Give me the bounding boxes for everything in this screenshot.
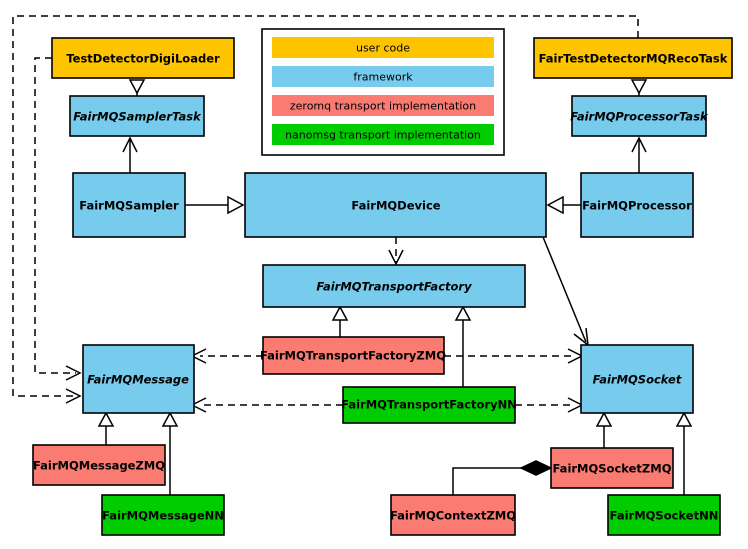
node-fairmqmessagenn-label: FairMQMessageNN: [102, 509, 224, 523]
node-fairmqmessagenn[interactable]: FairMQMessageNN: [101, 494, 225, 536]
node-fairmqsocket-box[interactable]: [580, 344, 694, 414]
edge-socketzmq-composition-diamond: [519, 460, 553, 476]
legend-swatch-zeromq: [272, 95, 494, 116]
node-fairmqprocessor-box[interactable]: [580, 172, 694, 238]
edge-layer: [12, 15, 693, 495]
edge-digiloader-to-message: [34, 57, 76, 374]
edge-processortask-to-recotask-triangle: [630, 79, 648, 95]
edge-socketzmq-to-contextzmq: [452, 467, 536, 495]
edge-sampler-to-device-triangle: [227, 195, 245, 215]
node-fairmqmessagezmq-label: FairMQMessageZMQ: [33, 459, 165, 473]
node-testdetectordigiloader-label: TestDetectorDigiLoader: [66, 52, 220, 66]
edge-sampler-to-samplertask-arrowhead: [122, 136, 138, 153]
node-fairmqtransportfactorynn-box[interactable]: [342, 386, 516, 424]
node-fairmqtransportfactoryzmq[interactable]: FairMQTransportFactoryZMQ: [260, 336, 446, 375]
node-fairmqsocketnn[interactable]: FairMQSocketNN: [607, 494, 721, 536]
node-fairmqtransportfactory-label: FairMQTransportFactory: [316, 280, 472, 294]
node-fairmqsocketnn-label: FairMQSocketNN: [610, 509, 719, 523]
node-fairmqtransportfactorynn-label: FairMQTransportFactoryNN: [341, 398, 517, 412]
legend-swatch-user-code: [272, 37, 494, 58]
node-fairmqsamplertask-box[interactable]: [69, 95, 205, 137]
edge-device-to-socket: [542, 236, 587, 343]
edge-tfnn-to-transportfactory-triangle: [454, 305, 472, 321]
edge-messagenn-to-message-triangle: [161, 411, 179, 427]
node-fairtestdetectormqrecotask[interactable]: FairTestDetectorMQRecoTask: [533, 37, 733, 79]
node-fairmqmessagezmq[interactable]: FairMQMessageZMQ: [32, 444, 166, 486]
node-fairmqsampler[interactable]: FairMQSampler: [72, 172, 186, 238]
legend-swatch-nanomsg: [272, 124, 494, 145]
node-fairmqcontextzmq-label: FairMQContextZMQ: [390, 509, 516, 523]
edge-samplertask-to-digiloader-triangle: [128, 79, 146, 95]
node-fairmqsocket[interactable]: FairMQSocket: [580, 344, 694, 414]
node-fairmqsampler-label: FairMQSampler: [79, 199, 179, 213]
node-fairmqsocket-label: FairMQSocket: [593, 373, 682, 387]
legend-label-user-code: user code: [356, 42, 410, 55]
legend-swatch-framework: [272, 66, 494, 87]
legend-label-nanomsg: nanomsg transport implementation: [285, 129, 481, 142]
node-fairtestdetectormqrecotask-label: FairTestDetectorMQRecoTask: [539, 52, 728, 66]
edge-device-to-transportfactory-arrowhead: [388, 249, 404, 266]
node-fairmqsocketnn-box[interactable]: [607, 494, 721, 536]
node-fairmqmessage-label: FairMQMessage: [87, 373, 189, 387]
legend-label-framework: framework: [353, 71, 413, 84]
node-fairmqmessage[interactable]: FairMQMessage: [82, 344, 195, 414]
edge-recotask-to-message: [12, 15, 639, 397]
edge-recotask-to-message-arrowhead: [65, 388, 82, 404]
node-fairmqprocessor-label: FairMQProcessor: [582, 199, 692, 213]
node-fairmqsocketzmq-box[interactable]: [550, 447, 674, 489]
legend-label-zeromq: zeromq transport implementation: [290, 100, 476, 113]
edge-digiloader-to-message-arrowhead: [65, 365, 82, 381]
node-fairmqtransportfactoryzmq-box[interactable]: [262, 336, 445, 375]
node-fairmqtransportfactory-box[interactable]: [262, 264, 526, 308]
node-fairmqsocketzmq-label: FairMQSocketZMQ: [553, 462, 672, 476]
node-fairmqdevice[interactable]: FairMQDevice: [244, 172, 547, 238]
node-fairtestdetectormqrecotask-box[interactable]: [533, 37, 733, 79]
node-fairmqcontextzmq[interactable]: FairMQContextZMQ: [390, 494, 516, 536]
edge-processor-to-device-triangle: [546, 195, 564, 215]
node-fairmqsocketzmq[interactable]: FairMQSocketZMQ: [550, 447, 674, 489]
node-fairmqsampler-box[interactable]: [72, 172, 186, 238]
node-fairmqmessage-box[interactable]: [82, 344, 195, 414]
node-fairmqtransportfactorynn[interactable]: FairMQTransportFactoryNN: [341, 386, 517, 424]
node-fairmqtransportfactoryzmq-label: FairMQTransportFactoryZMQ: [260, 349, 446, 363]
edge-messagezmq-to-message-triangle: [97, 411, 115, 427]
node-fairmqtransportfactory[interactable]: FairMQTransportFactory: [262, 264, 526, 308]
node-fairmqcontextzmq-box[interactable]: [390, 494, 516, 536]
node-fairmqsamplertask[interactable]: FairMQSamplerTask: [69, 95, 205, 137]
node-fairmqprocessor[interactable]: FairMQProcessor: [580, 172, 694, 238]
node-fairmqdevice-box[interactable]: [244, 172, 547, 238]
edge-tfnn-to-socket-arrowhead: [567, 397, 584, 413]
legend: user code framework zeromq transport imp…: [261, 28, 505, 156]
node-fairmqmessagenn-box[interactable]: [101, 494, 225, 536]
node-fairmqsamplertask-label: FairMQSamplerTask: [73, 110, 202, 124]
node-fairmqdevice-label: FairMQDevice: [351, 199, 440, 213]
node-fairmqmessagezmq-box[interactable]: [32, 444, 166, 486]
node-testdetectordigiloader-box[interactable]: [51, 37, 235, 79]
edge-tfzmq-to-transportfactory-triangle: [331, 305, 349, 321]
node-testdetectordigiloader[interactable]: TestDetectorDigiLoader: [51, 37, 235, 79]
node-fairmqprocessortask[interactable]: FairMQProcessorTask: [570, 95, 709, 137]
edge-socketzmq-to-socket-triangle: [595, 411, 613, 427]
node-fairmqprocessortask-label: FairMQProcessorTask: [570, 110, 709, 124]
node-layer: TestDetectorDigiLoader FairMQSamplerTask…: [32, 37, 733, 536]
node-fairmqprocessortask-box[interactable]: [571, 95, 707, 137]
edge-socketnn-to-socket-triangle: [675, 411, 693, 427]
edge-processor-to-processortask-arrowhead: [631, 136, 647, 153]
